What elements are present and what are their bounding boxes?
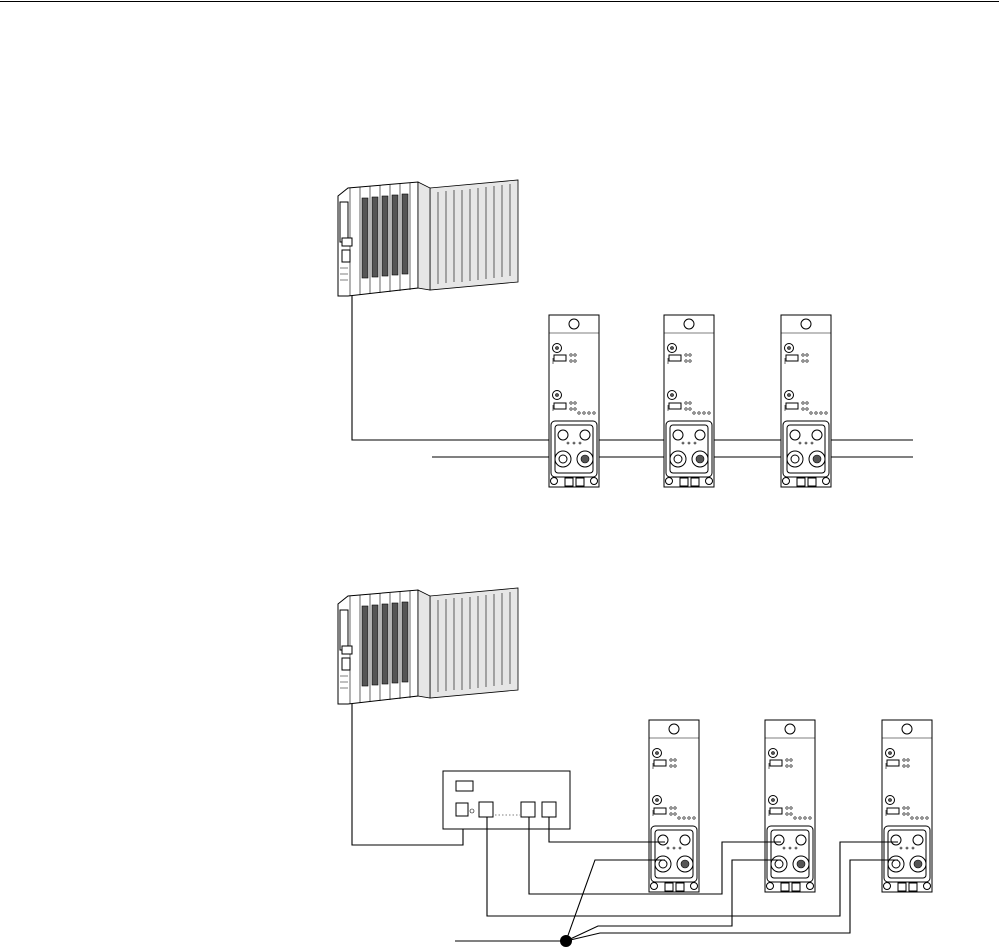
io-module-icon (649, 720, 699, 892)
io-module-icon (765, 720, 815, 892)
io-module-icon (549, 315, 599, 487)
io-module-icon (781, 315, 831, 487)
io-module-icon (882, 720, 932, 892)
junction-dot-icon (560, 935, 572, 947)
plc-rack-icon (338, 588, 518, 704)
diagram-star-topology (338, 588, 932, 947)
ethernet-switch-icon (443, 771, 570, 829)
plc-rack-icon (338, 180, 518, 296)
io-module-icon (664, 315, 714, 487)
diagram-line-topology (338, 180, 913, 487)
